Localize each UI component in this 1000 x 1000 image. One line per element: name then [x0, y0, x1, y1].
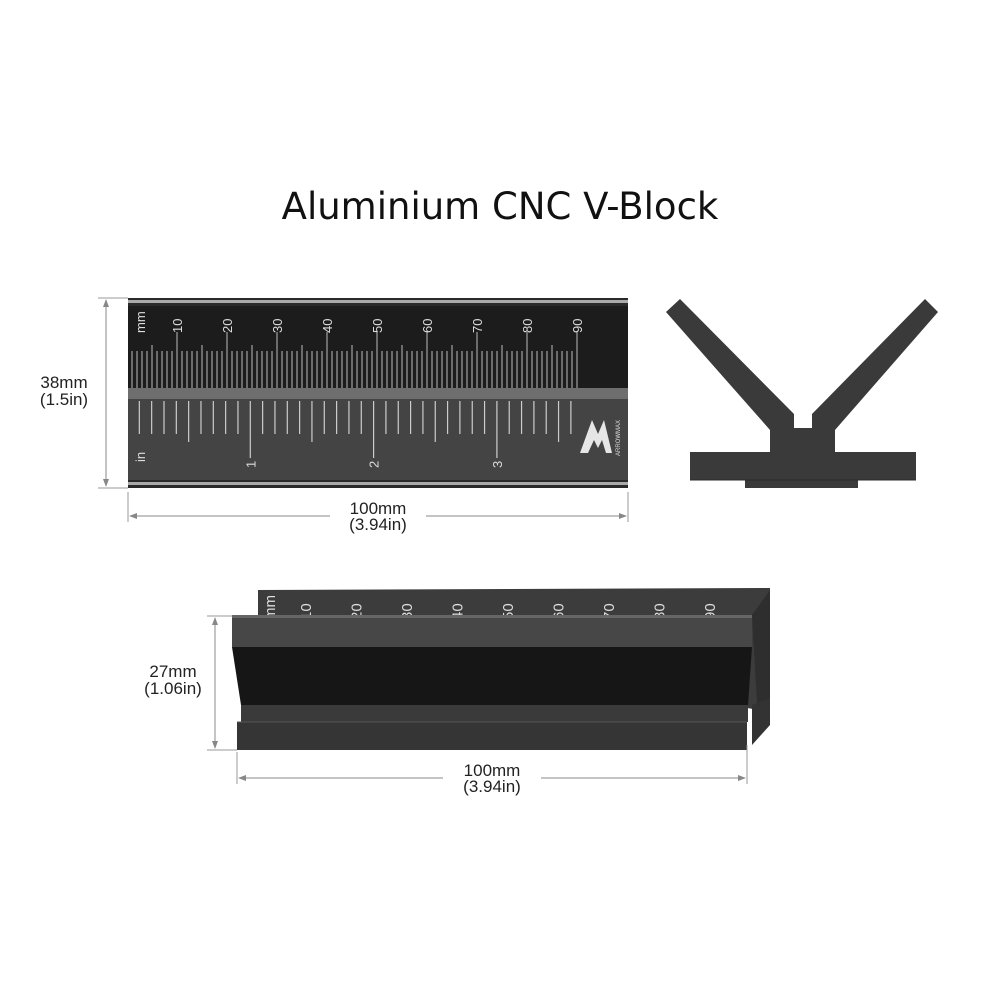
mm-label: 80: [520, 319, 535, 333]
svg-text:38mm: 38mm: [40, 373, 87, 392]
page-title: Aluminium CNC V-Block: [281, 185, 719, 228]
mm-label: 70: [470, 319, 485, 333]
svg-text:100mm: 100mm: [464, 761, 521, 780]
svg-text:(3.94in): (3.94in): [463, 777, 521, 796]
in-unit-label: in: [133, 452, 148, 462]
svg-text:(1.5in): (1.5in): [40, 390, 88, 409]
mm-unit-label: mm: [133, 311, 148, 333]
svg-text:(3.94in): (3.94in): [349, 515, 407, 534]
svg-text:(1.06in): (1.06in): [144, 679, 202, 698]
svg-text:ARROWMAX: ARROWMAX: [616, 420, 622, 456]
length-dimension-top: 100mm (3.94in): [127, 492, 629, 534]
height-dimension-38mm: 38mm (1.5in): [40, 297, 128, 489]
inch-label: 1: [243, 461, 258, 468]
svg-text:27mm: 27mm: [149, 662, 196, 681]
mm-label: 50: [370, 319, 385, 333]
arrowmax-logo: ARROWMAX: [580, 420, 622, 456]
mm-label: 90: [570, 319, 585, 333]
inch-scale-ticks: [138, 401, 572, 458]
mm-scale-ticks: [131, 332, 578, 388]
mm-label: 40: [320, 319, 335, 333]
side-view-v-block: [666, 299, 938, 488]
inch-label: 3: [490, 461, 505, 468]
svg-text:100mm: 100mm: [350, 499, 407, 518]
mm-label: 20: [220, 319, 235, 333]
inch-label: 2: [367, 461, 382, 468]
front-mm-unit: mm: [262, 595, 279, 620]
height-dimension-27mm: 27mm (1.06in): [144, 615, 237, 751]
length-dimension-front: 100mm (3.94in): [236, 745, 748, 796]
mm-label: 60: [420, 319, 435, 333]
mm-label: 10: [170, 319, 185, 333]
mm-label: 30: [270, 319, 285, 333]
top-view-ruler: mm 10 20 30 40 50 60 70 80 90 in 1 2 3 ARROWMAX: [128, 298, 628, 488]
